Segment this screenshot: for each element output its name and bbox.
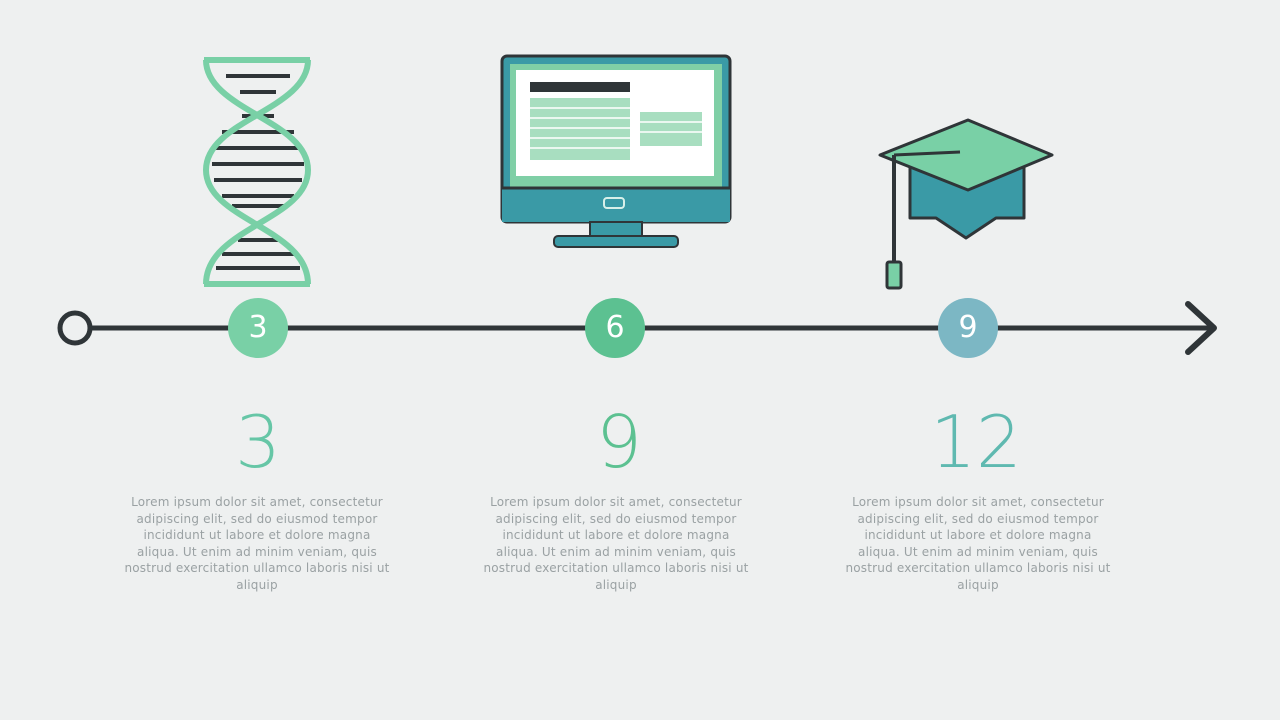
timeline-node-2-label: 6: [605, 310, 625, 345]
timeline-node-3: [938, 298, 998, 358]
milestone-1-description: Lorem ipsum dolor sit amet, consectetur …: [124, 495, 390, 592]
milestone-3-description: Lorem ipsum dolor sit amet, consectetur …: [845, 495, 1111, 592]
graduation-cap-icon: [878, 118, 1054, 290]
timeline-arrow-head: [1185, 301, 1217, 355]
timeline-node-1-label: 3: [248, 310, 268, 345]
milestone-2-number: 9: [596, 400, 642, 484]
milestone-2-description: Lorem ipsum dolor sit amet, consectetur …: [483, 495, 749, 592]
timeline-start-circle: [57, 310, 93, 346]
dna-helix-icon: [202, 57, 312, 287]
timeline-node-3-label: 9: [958, 310, 978, 345]
timeline-node-2: [585, 298, 645, 358]
milestone-3-number: 12: [930, 400, 1022, 484]
timeline-node-1: [228, 298, 288, 358]
milestone-1-number: 3: [235, 400, 281, 484]
computer-monitor-icon: [500, 54, 732, 248]
